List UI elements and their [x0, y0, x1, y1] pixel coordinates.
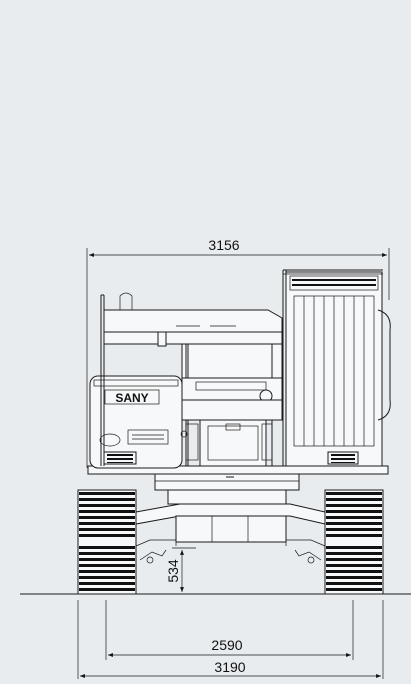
- dimension-undercarriage-width: 3190: [77, 600, 384, 679]
- swing-bearing: [154, 472, 300, 505]
- dimension-track-gauge: 2590: [105, 600, 354, 660]
- left-body-block: SANY: [89, 375, 183, 469]
- dimension-ground-clearance: 534: [165, 547, 196, 592]
- undercarriage-frame: [135, 503, 326, 564]
- top-plate: [103, 292, 283, 347]
- engine-compartment: [180, 343, 283, 467]
- right-handrail: [282, 269, 383, 466]
- left-track: [77, 489, 137, 595]
- undercarriage-width-label: 3190: [214, 659, 245, 675]
- right-track: [324, 489, 384, 595]
- overall-width-label: 3156: [208, 237, 239, 253]
- ground-clearance-label: 534: [165, 559, 181, 583]
- brand-logo-text: SANY: [115, 391, 148, 405]
- dimension-overall-width: 3156: [86, 237, 390, 468]
- cooling-package: [285, 271, 391, 467]
- track-gauge-label: 2590: [211, 637, 242, 653]
